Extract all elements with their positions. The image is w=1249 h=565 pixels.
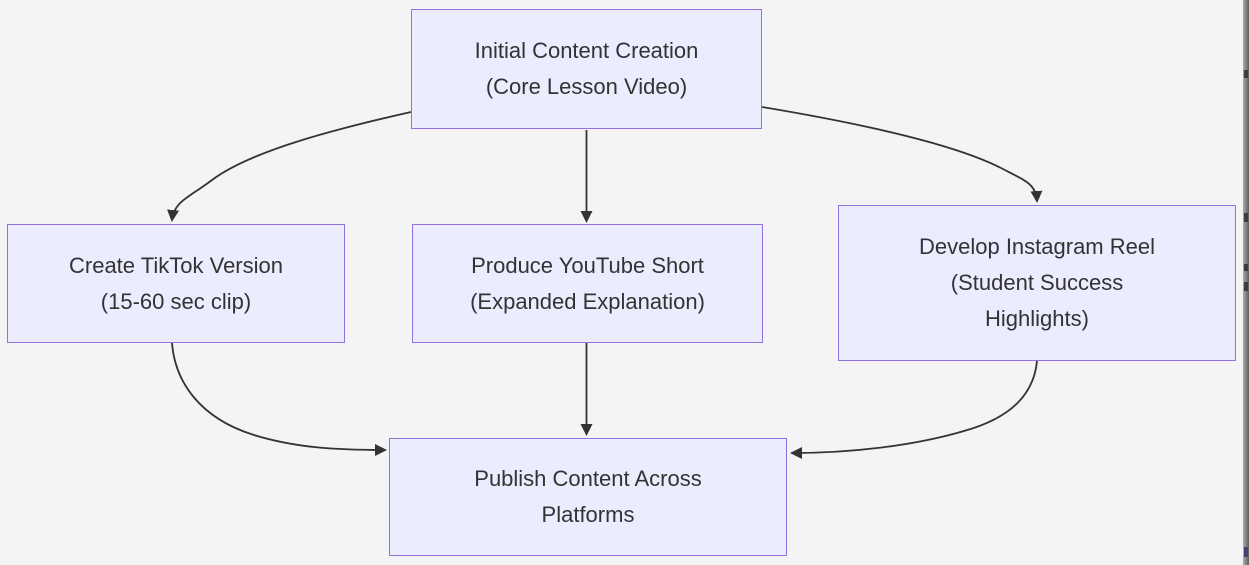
scrollbar-mark (1244, 213, 1248, 222)
node-label-line: Initial Content Creation (474, 38, 699, 63)
node-label-line: (Student Success (950, 270, 1124, 295)
node-label-line: Highlights) (985, 306, 1089, 331)
edge-instagram-to-publish (790, 360, 1038, 459)
scrollbar-mark (1244, 70, 1248, 78)
node-create-tiktok-version: Create TikTok Version (15-60 sec clip) (7, 224, 345, 343)
node-initial-content-creation: Initial Content Creation (Core Lesson Vi… (411, 9, 762, 129)
node-produce-youtube-short: Produce YouTube Short (Expanded Explanat… (412, 224, 763, 343)
node-label-line: (15-60 sec clip) (100, 288, 252, 314)
scrollbar-mark (1244, 264, 1248, 271)
node-publish-content-across-platforms: Publish Content Across Platforms (389, 438, 787, 556)
scrollbar-mark (1244, 282, 1248, 291)
node-label-line: Platforms (541, 502, 635, 527)
node-label-line: Create TikTok Version (69, 252, 283, 278)
edge-tiktok-to-publish (171, 342, 387, 456)
node-label-line: (Expanded Explanation) (470, 288, 705, 314)
edge-initial-to-tiktok (167, 111, 412, 222)
node-label-line: Develop Instagram Reel (918, 234, 1155, 259)
node-label-line: Publish Content Across (474, 466, 702, 491)
edge-initial-to-instagram (761, 106, 1043, 203)
node-label-line: (Core Lesson Video) (485, 74, 688, 99)
node-develop-instagram-reel: Develop Instagram Reel (Student Success … (838, 205, 1236, 361)
right-scrollbar-track[interactable] (1243, 0, 1249, 565)
scrollbar-mark-accent (1244, 547, 1248, 557)
node-label-line: Produce YouTube Short (471, 252, 704, 278)
